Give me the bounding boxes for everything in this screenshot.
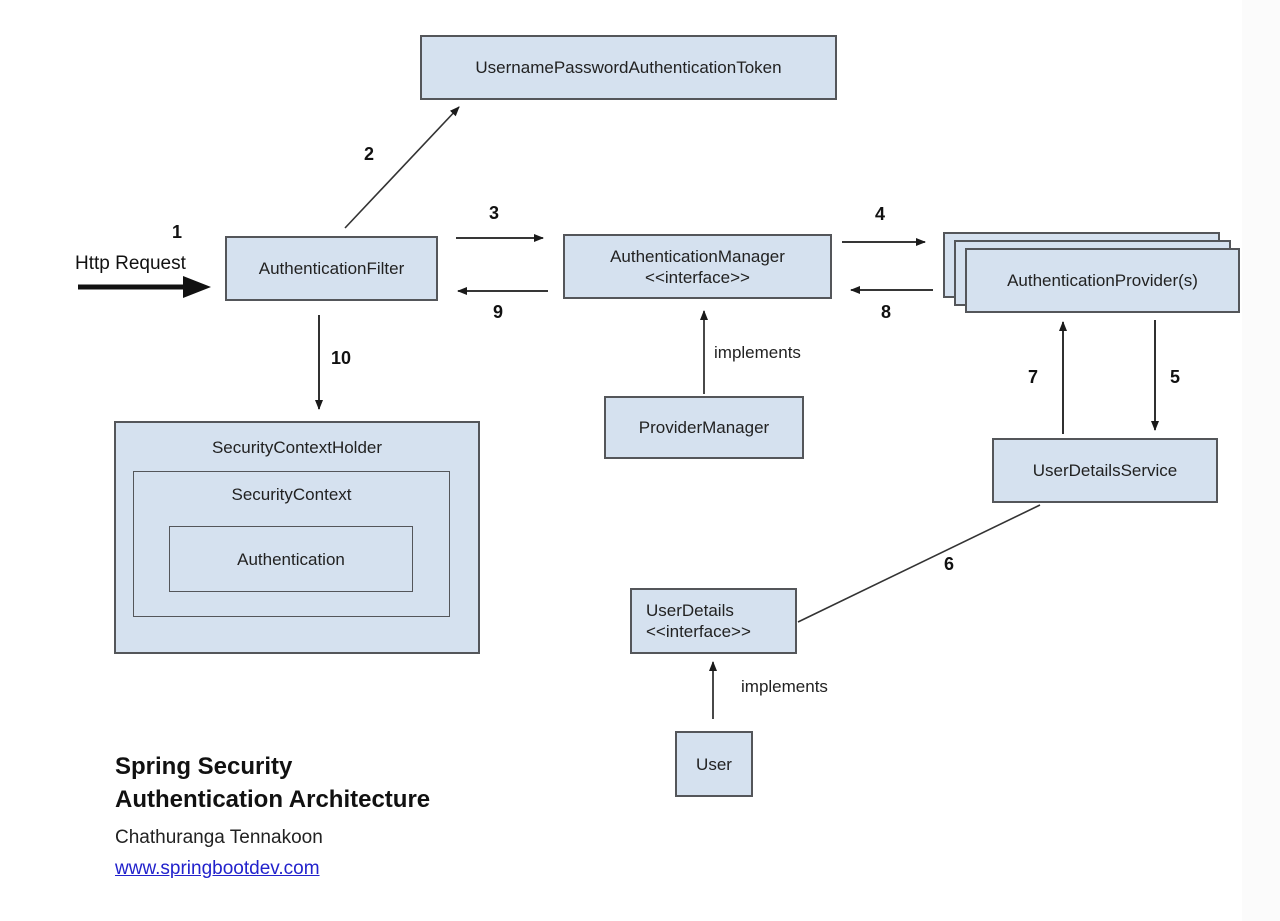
page-right-margin (1242, 0, 1280, 921)
step-7: 7 (1028, 367, 1039, 387)
step-5: 5 (1170, 367, 1181, 387)
node-authentication-manager: AuthenticationManager <<interface>> (563, 234, 832, 299)
node-label: UsernamePasswordAuthenticationToken (475, 58, 782, 77)
website-link[interactable]: www.springbootdev.com (115, 858, 320, 879)
http-request-label: Http Request (75, 253, 186, 274)
step-10: 10 (331, 348, 352, 368)
node-label: Authentication (237, 549, 345, 569)
author-name: Chathuranga Tennakoon (115, 827, 323, 848)
node-label: User (696, 754, 732, 774)
node-label: UserDetailsService (1032, 461, 1178, 480)
node-provider-manager: ProviderManager (604, 396, 804, 459)
node-stereotype: <<interface>> (645, 267, 750, 287)
node-user: User (675, 731, 753, 797)
node-label: SecurityContextHolder (211, 438, 383, 457)
step-6: 6 (944, 554, 955, 574)
node-security-context: SecurityContext Authentication (133, 471, 450, 617)
node-label: AuthenticationManager (610, 246, 785, 266)
step-9: 9 (493, 302, 504, 322)
diagram-title-line1: Spring Security (115, 753, 293, 780)
diagram-title: Spring Security Authentication Architect… (115, 750, 430, 816)
node-authentication: Authentication (169, 526, 413, 592)
step-3: 3 (489, 203, 500, 223)
node-authentication-providers: AuthenticationProvider(s) (965, 248, 1240, 313)
step-2: 2 (364, 144, 375, 164)
node-label: AuthenticationFilter (258, 259, 405, 278)
node-label: AuthenticationProvider(s) (1007, 271, 1198, 290)
node-security-context-holder: SecurityContextHolder SecurityContext Au… (114, 421, 480, 654)
node-username-password-authentication-token: UsernamePasswordAuthenticationToken (420, 35, 837, 100)
node-label: SecurityContext (231, 485, 352, 504)
node-authentication-filter: AuthenticationFilter (225, 236, 438, 301)
node-label: UserDetails (646, 601, 734, 620)
node-stereotype: <<interface>> (646, 622, 751, 641)
node-user-details-service: UserDetailsService (992, 438, 1218, 503)
step-4: 4 (875, 204, 886, 224)
node-label: ProviderManager (638, 418, 770, 437)
diagram-title-line2: Authentication Architecture (115, 786, 431, 813)
node-user-details: UserDetails <<interface>> (630, 588, 797, 654)
implements-label-provider-manager: implements (714, 343, 801, 362)
implements-label-user: implements (741, 677, 828, 696)
step-1: 1 (172, 222, 183, 242)
step-8: 8 (881, 302, 892, 322)
